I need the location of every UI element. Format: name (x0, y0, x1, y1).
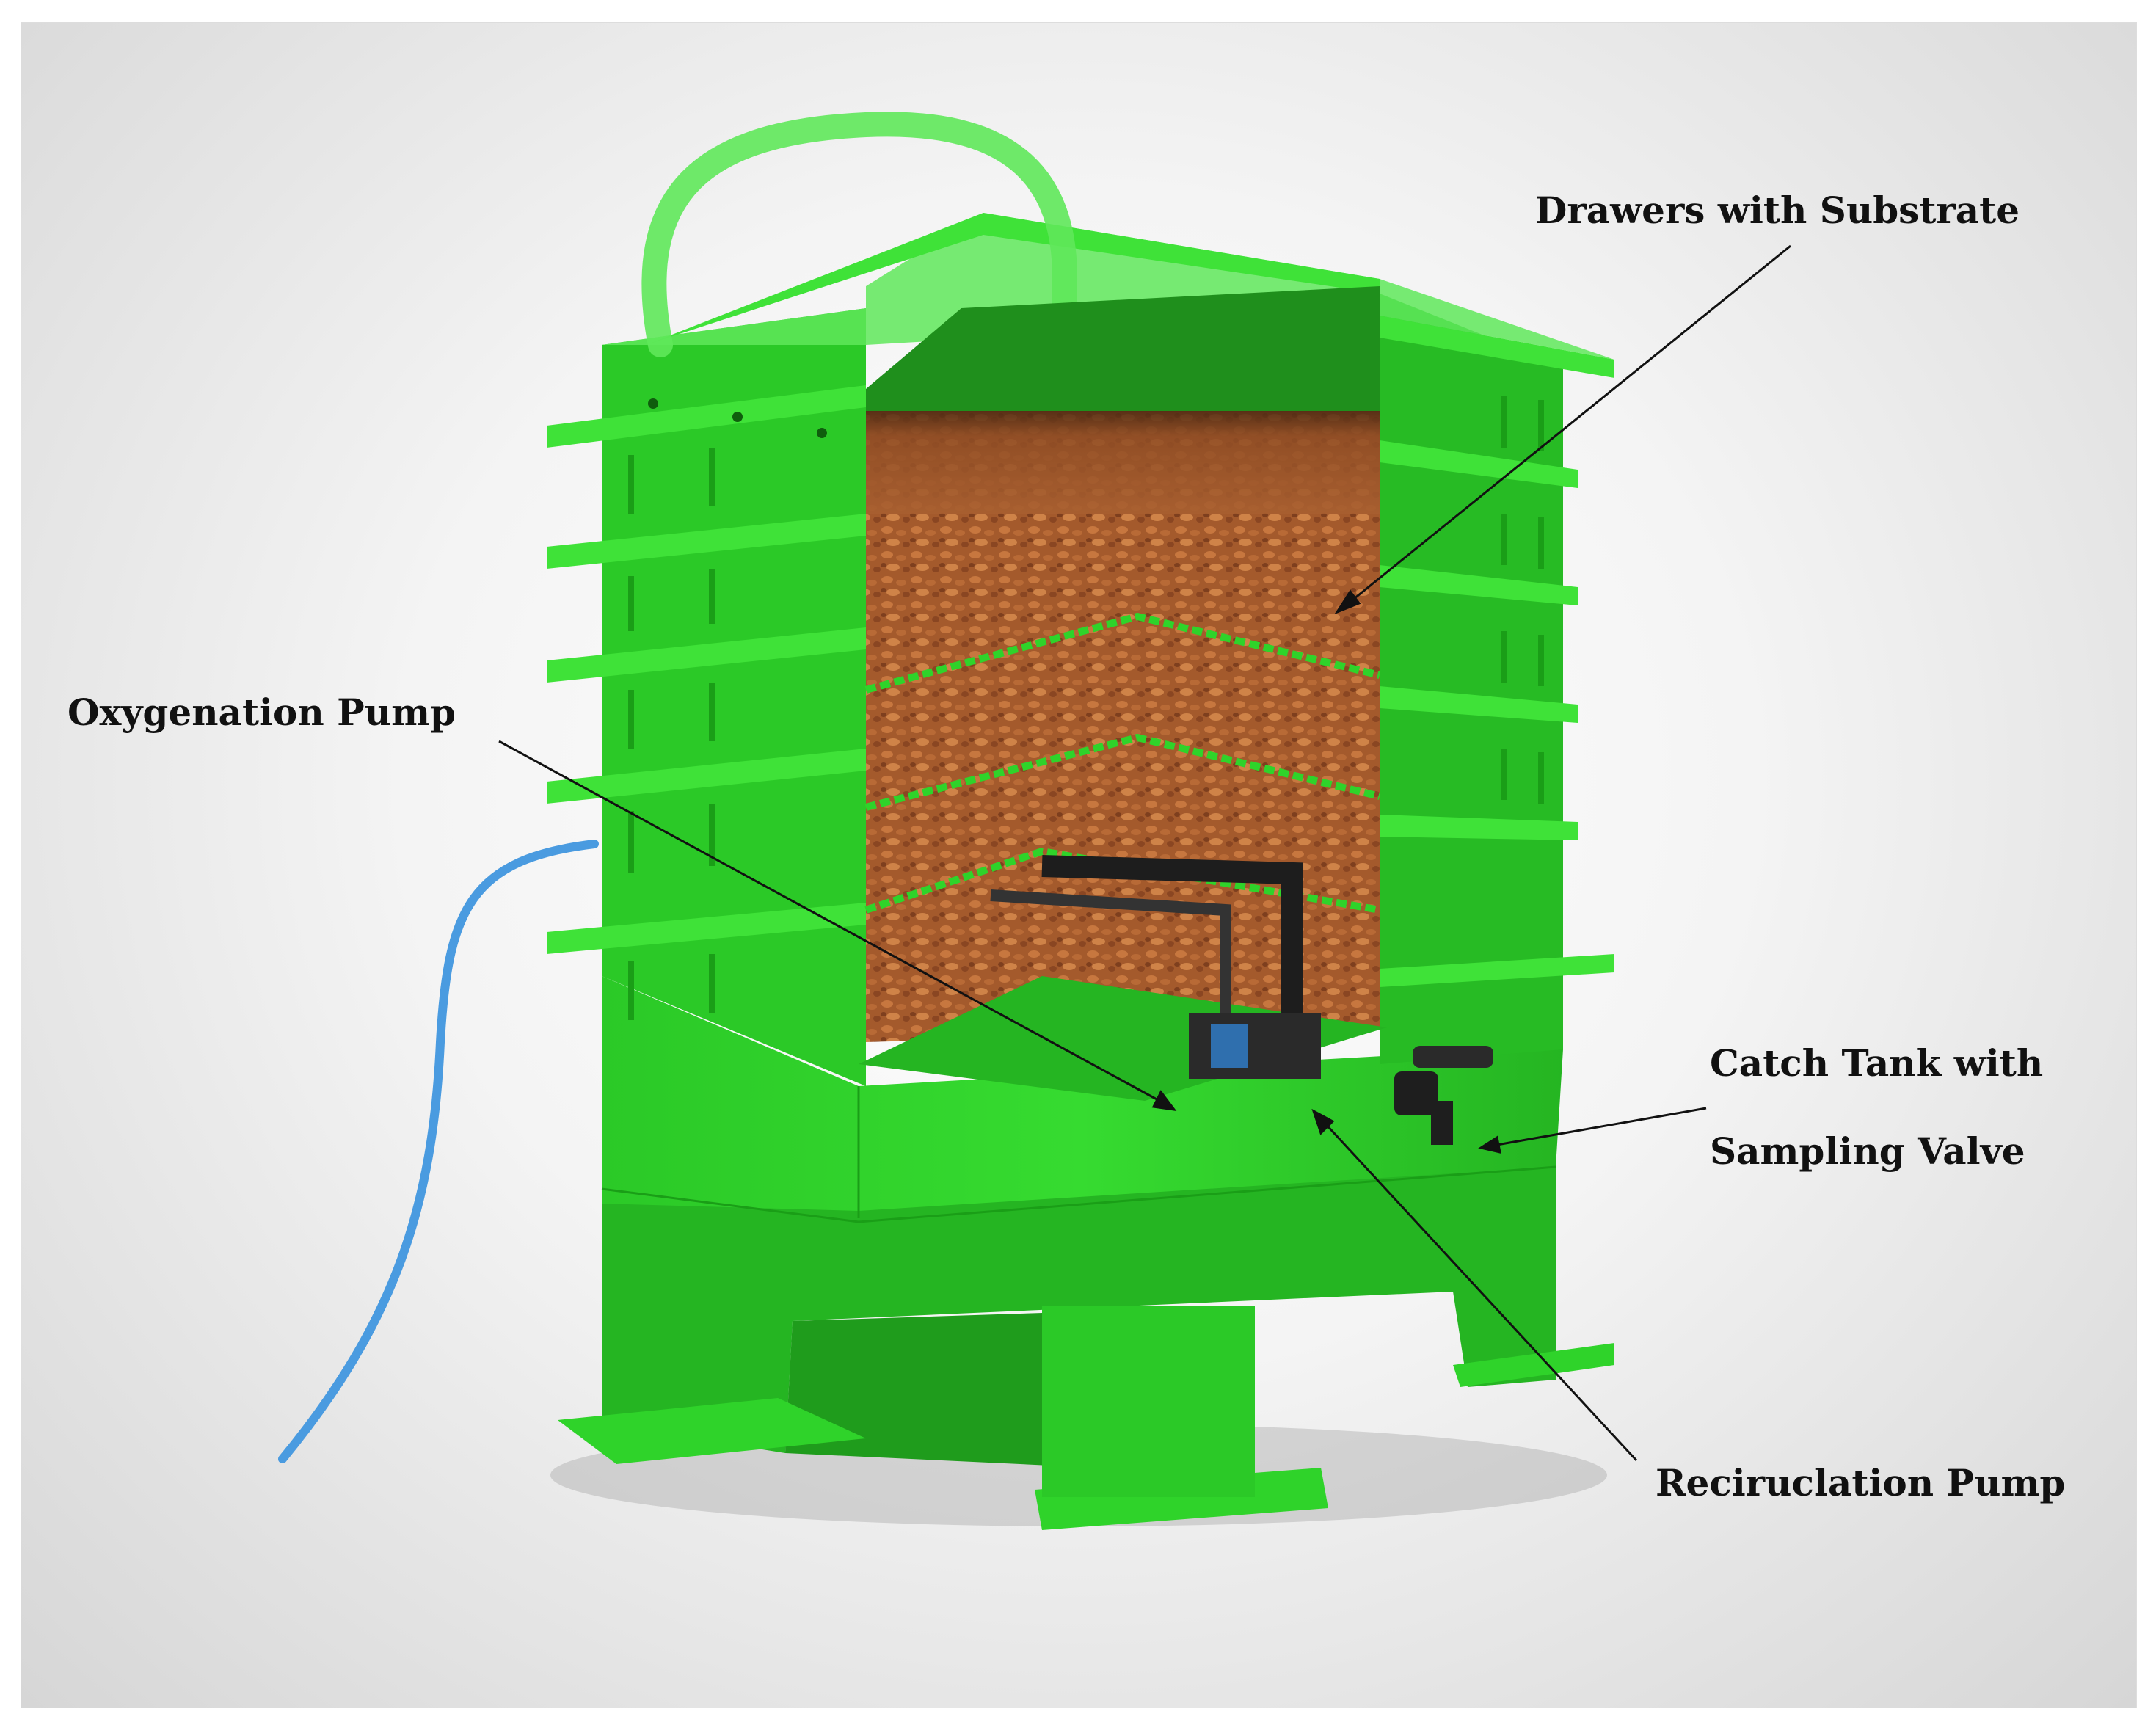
leader-oxygenation (498, 740, 1160, 1102)
label-catch-tank-line2: Sampling Valve (1710, 1129, 2025, 1173)
leader-drawers (1350, 244, 1791, 603)
body-left-face (602, 308, 866, 1086)
arrowhead-oxygenation (1151, 1090, 1177, 1111)
catch-tank (601, 976, 1563, 1223)
carry-handle (641, 112, 1077, 357)
leader-catch-tank (1496, 1107, 1707, 1146)
label-drawers-with-substrate: Drawers with Substrate (1535, 189, 2020, 232)
drawer-flanges (547, 316, 1614, 987)
arrowhead-recirculation (1311, 1108, 1335, 1135)
arrowhead-catch-tank (1478, 1135, 1501, 1154)
arrowhead-drawers (1334, 589, 1361, 615)
sampling-valve-icon (1394, 1046, 1493, 1145)
leader-lines (498, 244, 1791, 1462)
side-ribs (628, 396, 1544, 1020)
cutaway-interior (859, 286, 1387, 1101)
label-catch-tank-line1: Catch Tank with (1710, 1041, 2044, 1085)
label-recirculation-pump: Reciruclation Pump (1656, 1461, 2066, 1504)
base-stand (558, 1145, 1614, 1530)
lid (602, 213, 1614, 438)
body-right-face (1380, 294, 1563, 1064)
air-hose (278, 840, 599, 1463)
pump-unit (1189, 1013, 1321, 1079)
label-oxygenation-pump: Oxygenation Pump (68, 691, 456, 734)
leader-recirculation (1323, 1121, 1638, 1462)
